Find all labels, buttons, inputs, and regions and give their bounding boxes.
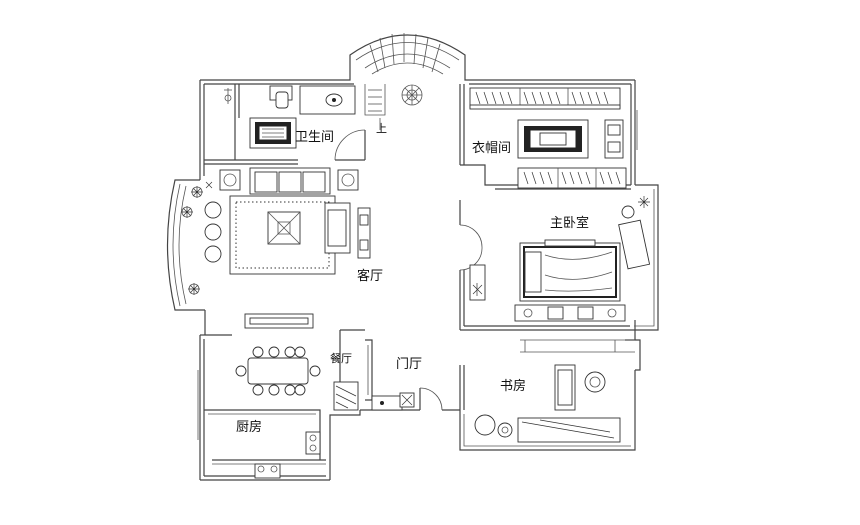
label-master-bedroom: 主卧室 xyxy=(550,215,589,231)
dining-furniture xyxy=(235,313,359,411)
kitchen-fixtures xyxy=(254,431,321,479)
label-bathroom: 卫生间 xyxy=(295,130,334,145)
label-dining: 餐厅 xyxy=(330,351,352,365)
label-cloakroom: 衣帽间 xyxy=(472,140,511,156)
bathroom-fixtures xyxy=(224,85,356,149)
room-labels: 卫生间 衣帽间 客厅 主卧室 门厅 餐厅 书房 厨房 xyxy=(236,130,589,435)
living-room-furniture xyxy=(181,167,371,295)
study-furniture xyxy=(474,364,621,443)
label-foyer: 门厅 xyxy=(396,357,422,372)
label-living-room: 客厅 xyxy=(357,268,383,284)
cloakroom-fixtures xyxy=(469,87,627,189)
staircase: 上 xyxy=(364,33,451,135)
foyer-fixtures xyxy=(371,392,415,411)
stair-up-mark: 上 xyxy=(376,122,387,135)
label-kitchen: 厨房 xyxy=(236,419,262,435)
label-study: 书房 xyxy=(500,378,526,394)
master-bedroom-furniture xyxy=(469,196,651,322)
